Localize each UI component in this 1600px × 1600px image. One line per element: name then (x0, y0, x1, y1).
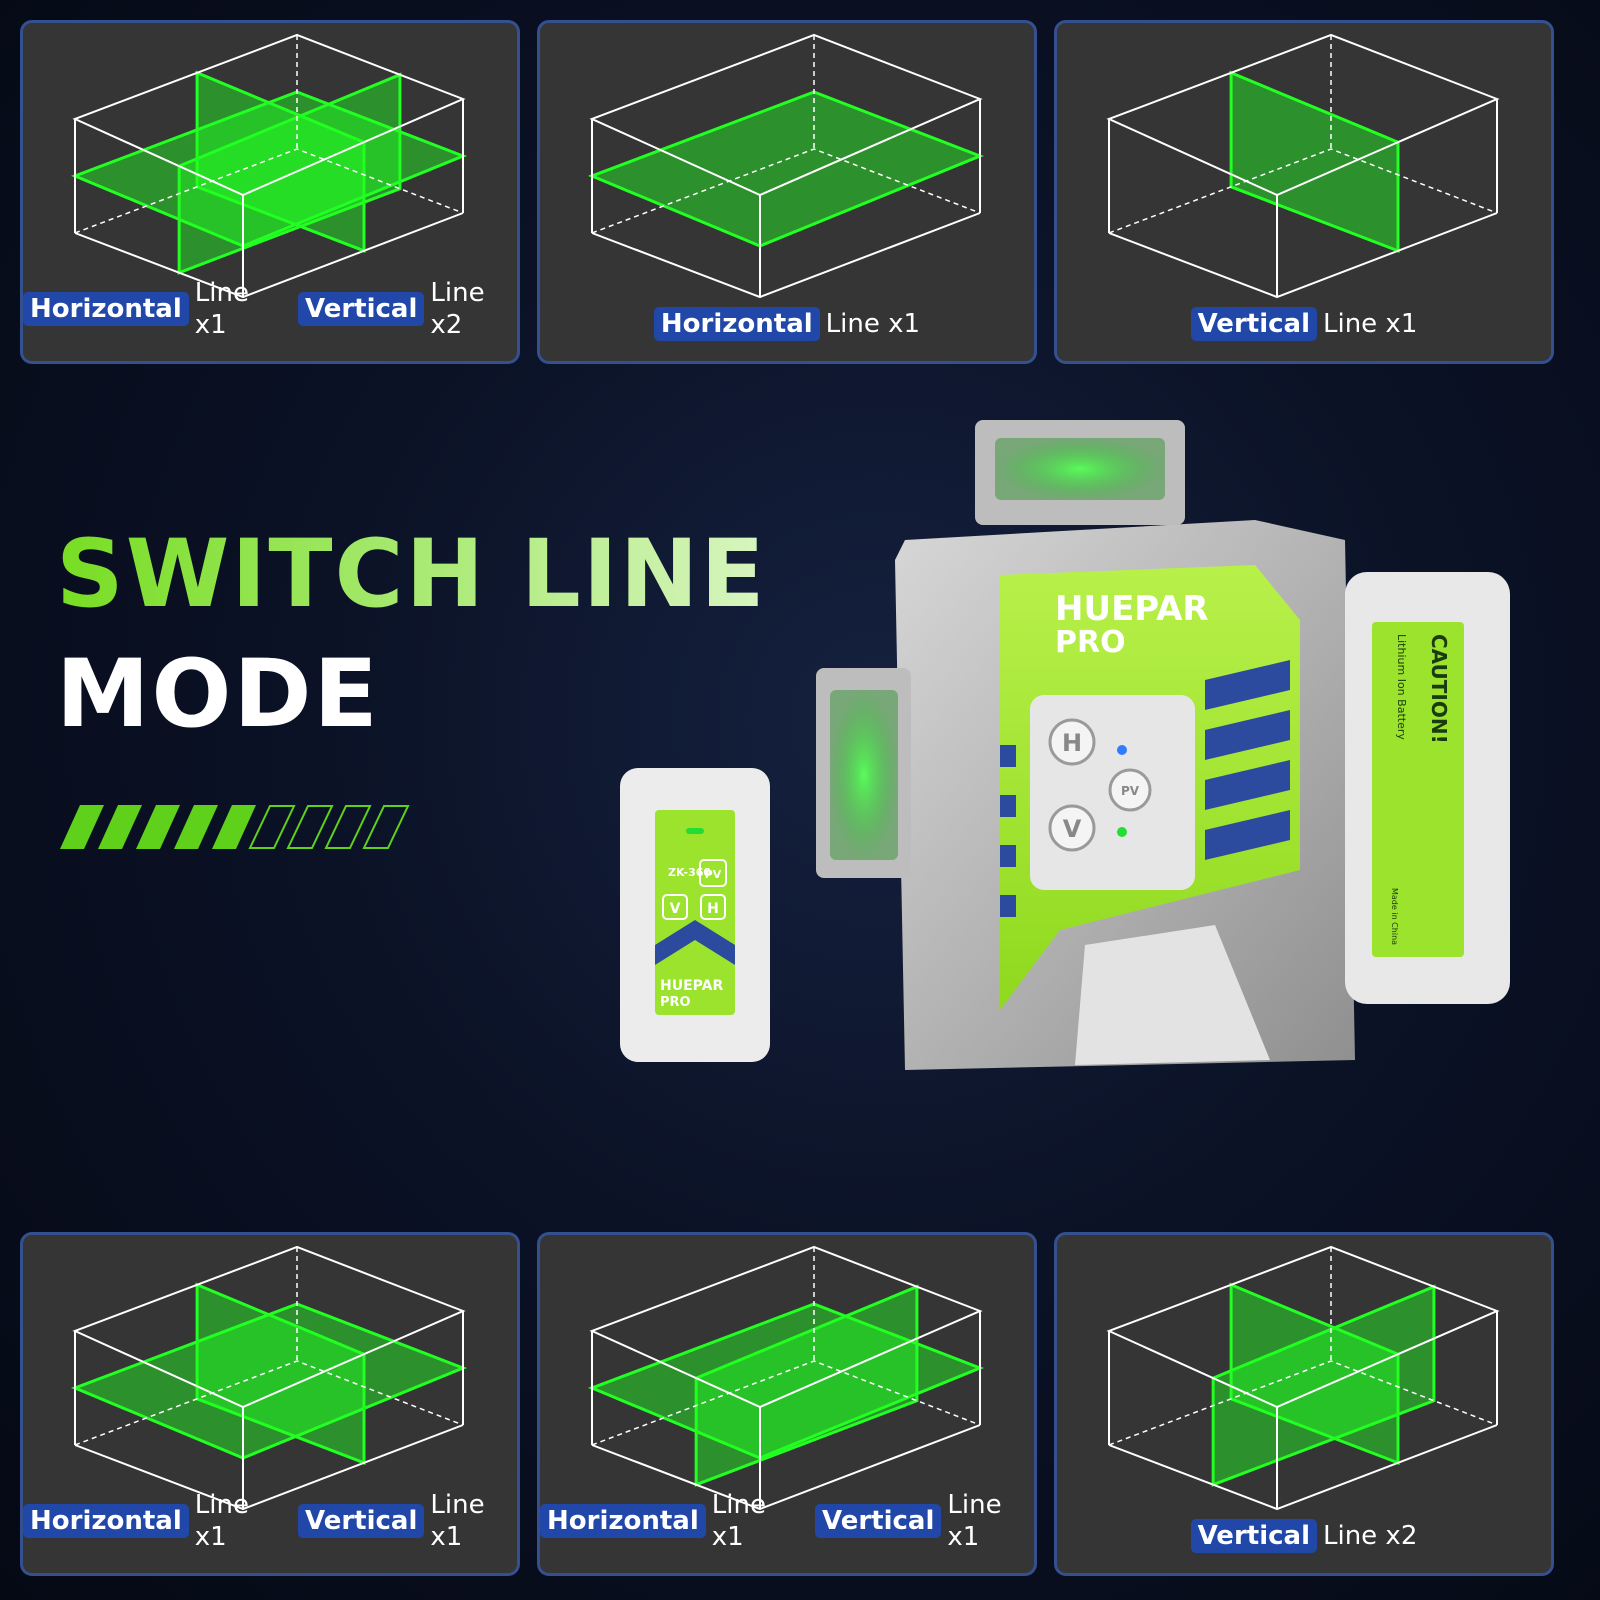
box-bottom-edges (1108, 212, 1498, 299)
box-hidden-edge (591, 1360, 981, 1446)
box-hidden-edge (591, 148, 981, 234)
box-bottom-edges (591, 1424, 981, 1511)
horizontal-tag: Horizontal (540, 1504, 706, 1538)
horizontal-laser-plane (587, 90, 985, 248)
headline-line-2: MODE (56, 640, 380, 749)
horizontal-laser-plane (70, 1302, 468, 1460)
horizontal-tag: Horizontal (23, 292, 189, 326)
box-bottom-edges (591, 212, 981, 299)
line-count: Line x1 (194, 278, 249, 340)
box-diagram (587, 1245, 985, 1511)
horizontal-laser-plane (70, 90, 468, 248)
line-count: Line x2 (1322, 1521, 1418, 1551)
box-diagram (70, 1245, 468, 1511)
svg-text:PV: PV (1121, 784, 1140, 798)
vertical-tag: Vertical (1190, 307, 1317, 341)
box-diagram (1106, 33, 1500, 299)
line-count: Line x1 (947, 1490, 1002, 1552)
brand-logo-line1: HUEPAR (1055, 589, 1209, 629)
battery-made-in: Made in China (1390, 888, 1399, 945)
v-button (1048, 804, 1096, 852)
remote-brand-line1: HUEPAR (660, 978, 723, 994)
laser-level-product: H V PV HUEPAR PRO CAUTION! Lithium Ion B… (620, 420, 1510, 1070)
vertical-tag: Vertical (815, 1504, 942, 1538)
box-diagram (587, 33, 985, 299)
box-hidden-edge (1108, 148, 1498, 234)
status-led-green (1117, 827, 1127, 837)
vertical-laser-plane (1229, 70, 1400, 253)
status-led-blue (1117, 745, 1127, 755)
line-count: Line x1 (430, 1490, 485, 1552)
remote-pv-button: PV (705, 868, 722, 881)
box-hidden-edge (74, 148, 464, 234)
box-bottom-edges (74, 1424, 464, 1511)
svg-text:V: V (1063, 815, 1082, 843)
battery-type: Lithium Ion Battery (1395, 634, 1408, 740)
remote-brand-line2: PRO (660, 995, 691, 1010)
box-diagram (70, 33, 468, 299)
svg-text:H: H (1062, 729, 1082, 757)
remote-led (686, 828, 704, 834)
horizontal-laser-plane (587, 1302, 985, 1460)
remote-h-button: H (707, 901, 719, 917)
box-diagram (1106, 1245, 1500, 1511)
line-count: Line x1 (1322, 309, 1418, 339)
line-count: Line x1 (711, 1490, 766, 1552)
box-hidden-edge (74, 1360, 464, 1446)
line-count: Line x1 (825, 309, 921, 339)
h-button (1048, 718, 1096, 766)
stripe-decoration (60, 805, 410, 849)
vertical-tag: Vertical (1190, 1519, 1317, 1553)
box-bottom-edges (1108, 1424, 1498, 1511)
horizontal-tag: Horizontal (23, 1504, 189, 1538)
laser-level-body: H V PV HUEPAR PRO (816, 420, 1355, 1070)
pv-power-button (1108, 768, 1152, 812)
headline-line-1: SWITCH LINE (56, 520, 767, 629)
line-count: Line x2 (430, 278, 485, 340)
battery-pack: CAUTION! Lithium Ion Battery Made in Chi… (1345, 572, 1510, 1004)
remote-control: ZK-360 PV V H HUEPAR PRO (620, 768, 770, 1062)
box-bottom-edges (74, 212, 464, 299)
remote-v-button: V (670, 901, 681, 917)
vertical-tag: Vertical (298, 292, 425, 326)
vertical-tag: Vertical (298, 1504, 425, 1538)
battery-caution: CAUTION! (1427, 634, 1451, 744)
horizontal-tag: Horizontal (653, 307, 820, 341)
line-count: Line x1 (194, 1490, 249, 1552)
brand-logo-line2: PRO (1055, 625, 1126, 660)
box-hidden-edge (1108, 1360, 1498, 1446)
